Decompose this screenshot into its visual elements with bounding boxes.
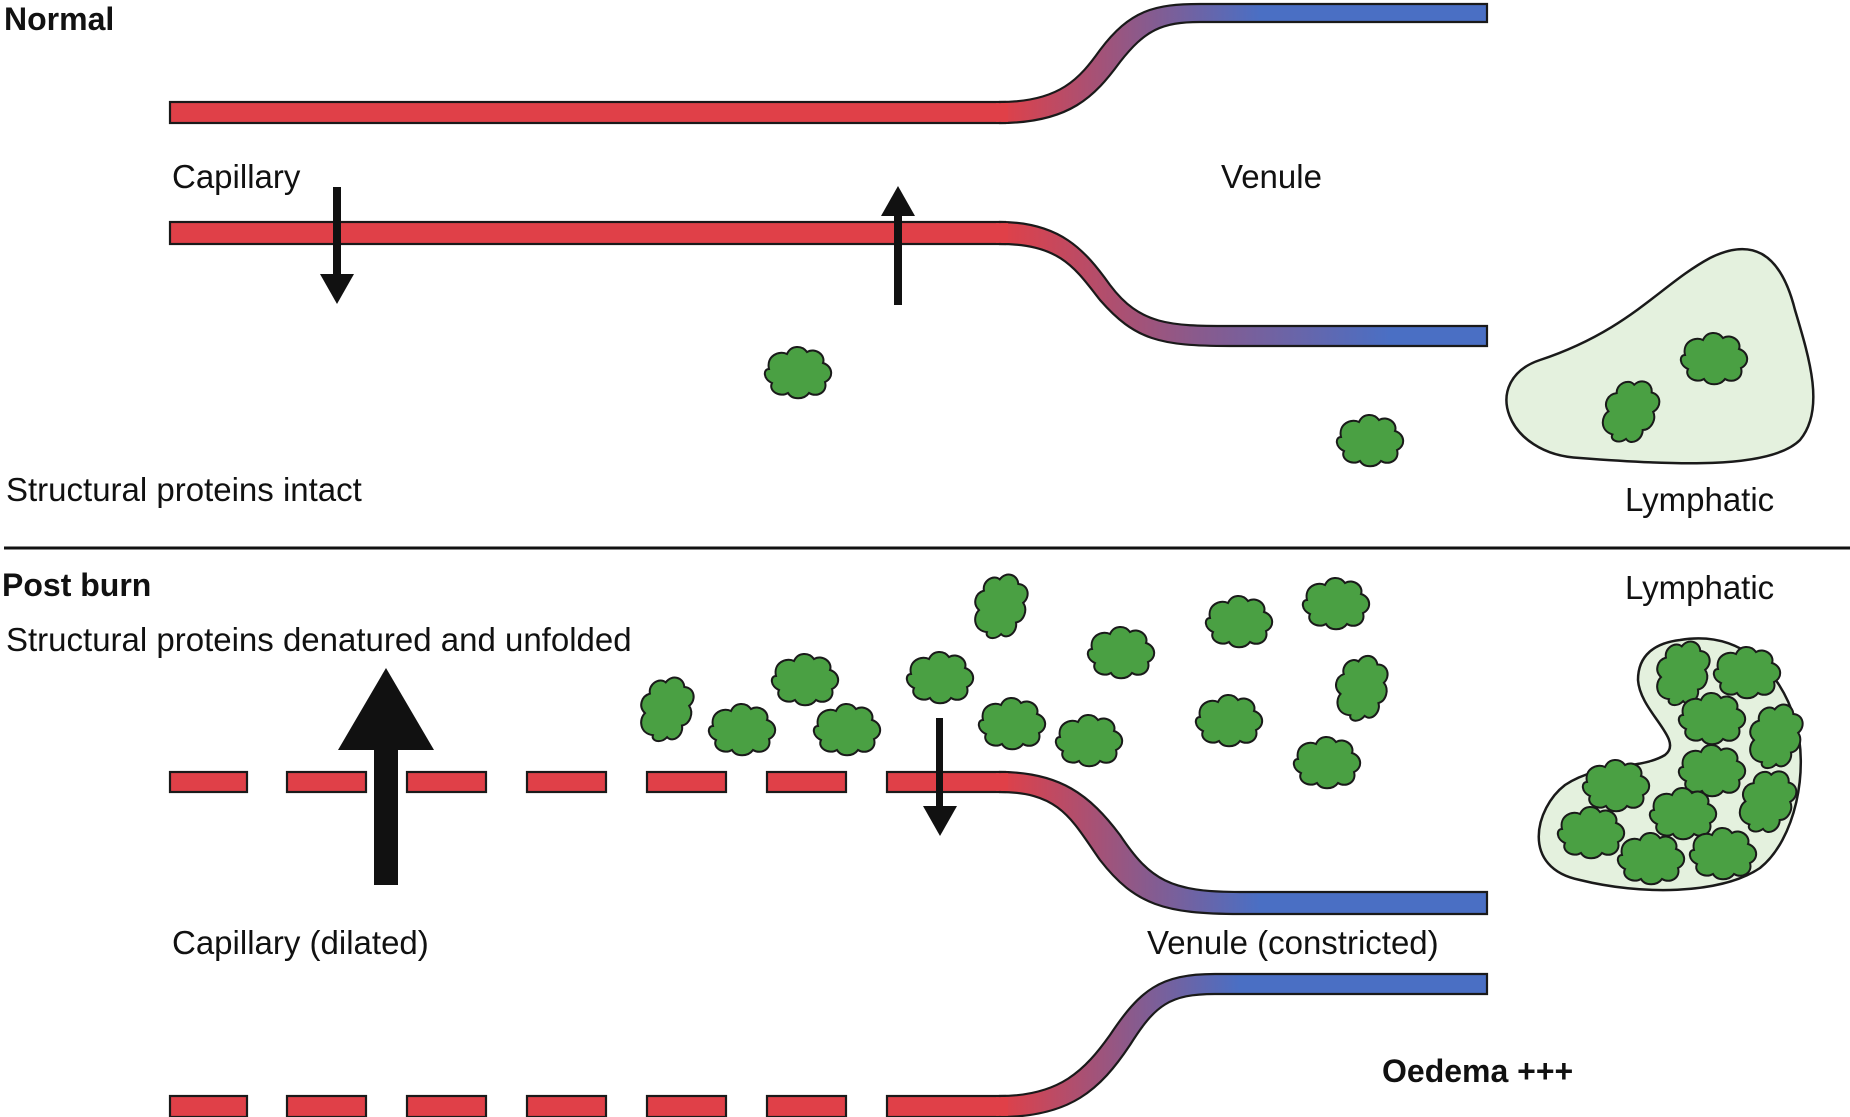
post-burn-capillary-lower-wall (168, 972, 1489, 1117)
normal-capillary-label: Capillary (172, 158, 301, 195)
post-burn-protein (1292, 735, 1362, 790)
post-burn-protein (905, 650, 975, 705)
post-burn-protein (1086, 625, 1156, 680)
normal-heading: Normal (4, 1, 114, 37)
post-burn-protein (629, 668, 703, 751)
post-burn-protein (1326, 648, 1396, 728)
normal-outflow-arrow (320, 187, 354, 304)
lymphatic-protein (1679, 331, 1749, 386)
normal-venule-bottom-wall (998, 220, 1489, 348)
lymphatic-protein (1648, 786, 1718, 841)
post-burn-panel: Post burn Structural proteins denatured … (2, 565, 1812, 1117)
normal-venule-top-wall (998, 2, 1489, 125)
post-burn-venule-label: Venule (constricted) (1147, 924, 1439, 961)
lymphatic-protein (1688, 826, 1758, 881)
normal-proteins-label: Structural proteins intact (6, 471, 362, 508)
normal-capillary-top-wall (168, 2, 1489, 125)
normal-venule-label: Venule (1221, 158, 1322, 195)
post-burn-capillary-upper-wall (168, 770, 1489, 916)
lymphatic-protein (1677, 743, 1747, 798)
oedema-label: Oedema +++ (1382, 1053, 1573, 1089)
normal-capillary-bottom-wall (168, 220, 1489, 348)
lymphatic-protein (1712, 645, 1782, 700)
post-burn-venule-upper-wall (998, 770, 1489, 916)
normal-lymphatic-label: Lymphatic (1625, 481, 1774, 518)
post-burn-proteins-label: Structural proteins denatured and unfold… (6, 621, 632, 658)
post-burn-heading: Post burn (2, 567, 151, 603)
post-burn-venule-lower-wall (998, 972, 1489, 1117)
normal-protein-1 (763, 345, 833, 400)
post-burn-inflow-arrow (923, 718, 957, 836)
post-burn-capillary-label: Capillary (dilated) (172, 924, 429, 961)
post-burn-protein (770, 652, 840, 707)
lymphatic-protein (1581, 758, 1651, 813)
post-burn-protein (1194, 693, 1264, 748)
post-burn-lymphatic-label: Lymphatic (1625, 569, 1774, 606)
post-burn-protein (1204, 594, 1274, 649)
normal-panel: Normal Capillary Venule (4, 1, 1815, 518)
normal-protein-2 (1335, 413, 1405, 468)
lymphatic-protein (1616, 831, 1686, 886)
post-burn-lymphatic (1537, 632, 1812, 892)
normal-lymphatic-vessel (1505, 248, 1815, 465)
post-burn-protein (707, 702, 777, 757)
post-burn-protein (963, 565, 1037, 648)
lymphatic-protein (1677, 691, 1747, 746)
post-burn-outflow-arrow (338, 668, 434, 885)
post-burn-protein (1054, 713, 1124, 768)
post-burn-protein (812, 702, 882, 757)
normal-inflow-arrow (881, 186, 915, 305)
post-burn-protein (977, 696, 1047, 751)
post-burn-interstitial-proteins (629, 565, 1396, 790)
post-burn-protein (1301, 576, 1371, 631)
lymphatic-protein (1556, 805, 1626, 860)
normal-lymphatic (1505, 248, 1815, 465)
